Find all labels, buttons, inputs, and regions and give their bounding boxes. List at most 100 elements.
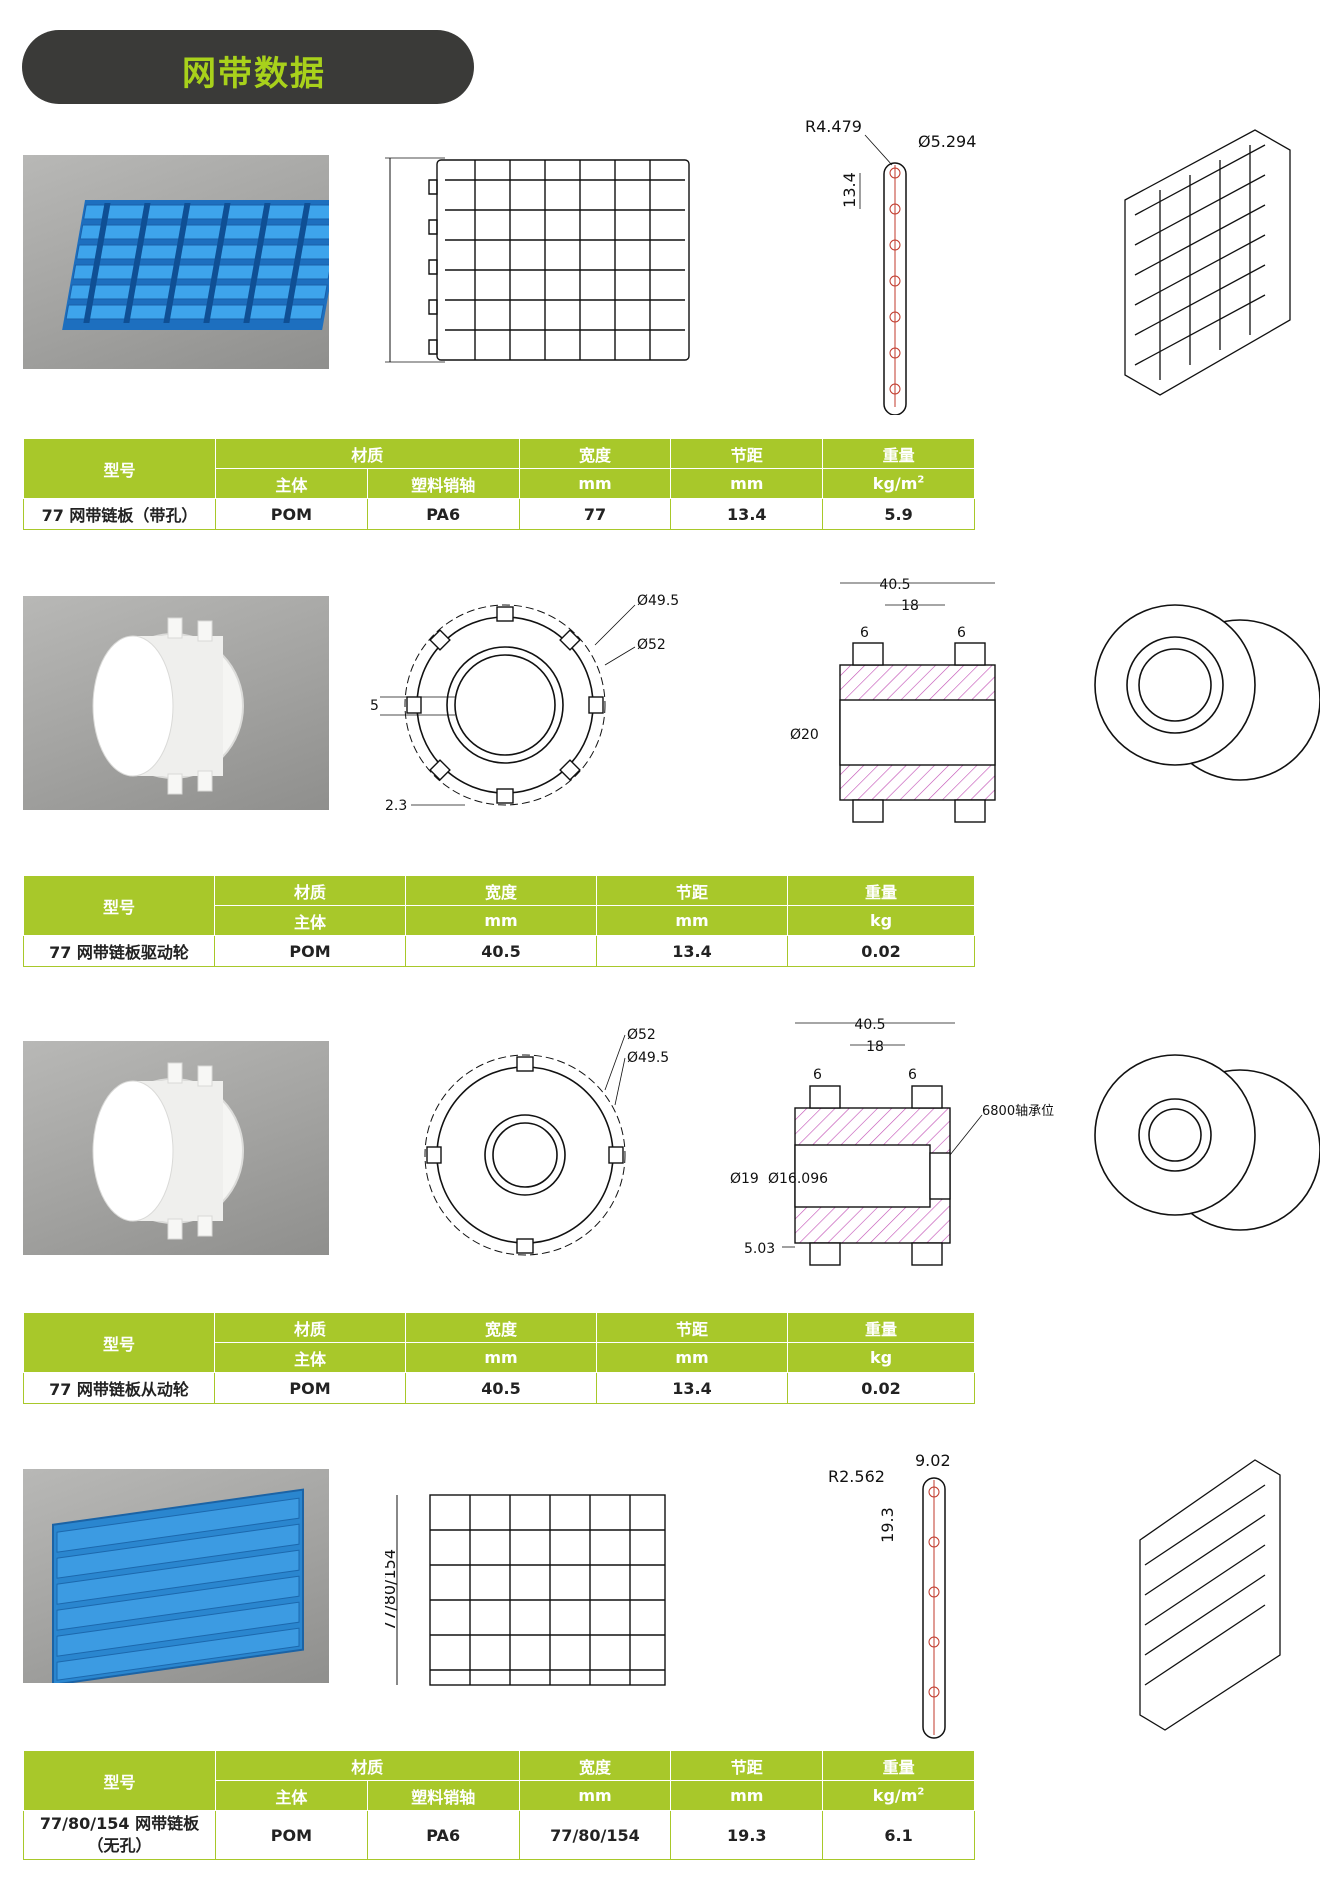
dim-mid: 18 (866, 1039, 884, 1055)
dim-bore1: Ø19 (730, 1171, 759, 1187)
dim-bore2: Ø16.096 (768, 1171, 828, 1187)
cell-weight: 5.9 (822, 498, 975, 530)
dim-b: 2.3 (385, 798, 407, 814)
col-material-header: 材质 (214, 1312, 406, 1343)
cell-main: POM (215, 1810, 368, 1860)
col-material-header: 材质 (214, 875, 406, 906)
flat-belt-front-view: 77/80/154 (385, 1490, 675, 1695)
cell-pitch: 19.3 (670, 1810, 824, 1860)
cell-width: 40.5 (405, 935, 597, 967)
idler-sprocket-section-view: 40.5 18 6 6 6800轴承位 Ø19 Ø16.096 5.03 (730, 1015, 1070, 1285)
col-main-header: 主体 (214, 905, 406, 936)
unit-pitch: mm (596, 905, 788, 936)
belt-front-view: 77 (385, 150, 705, 375)
spec-table-1: 型号 材质 宽度 节距 重量 主体 塑料销轴 mm mm kg/m2 77 网带… (23, 438, 975, 530)
cell-pitch: 13.4 (596, 1372, 788, 1404)
dim-diameter: 9.02 (915, 1451, 951, 1470)
cell-width: 77/80/154 (518, 1810, 672, 1860)
col-model-header: 型号 (23, 875, 215, 936)
dim-height: 77 (385, 250, 389, 270)
belt-iso-view (1105, 120, 1305, 410)
col-material-header: 材质 (215, 1750, 520, 1781)
dim-a: 5 (370, 698, 379, 714)
flat-belt-iso-view (1130, 1450, 1290, 1735)
dim-bore: Ø20 (790, 727, 819, 743)
blue-mesh-belt-photo (23, 155, 329, 369)
belt-side-view: R4.479 Ø5.294 13.4 (800, 115, 1000, 415)
col-pitch-header: 节距 (670, 438, 824, 469)
cell-pin: PA6 (366, 1810, 520, 1860)
page-title: 网带数据 (182, 54, 326, 94)
col-pin-header: 塑料销轴 (366, 1780, 520, 1811)
dim-radius: R2.562 (828, 1467, 885, 1486)
cell-pitch: 13.4 (670, 498, 824, 530)
dim-s2: 6 (957, 625, 966, 641)
cell-weight: 0.02 (787, 935, 975, 967)
dim-s1: 6 (813, 1067, 822, 1083)
dim-d2: Ø52 (637, 637, 666, 653)
dim-mid: 18 (901, 598, 919, 614)
idler-sprocket-iso-view (1090, 1035, 1320, 1255)
cell-model: 77 网带链板（带孔） (23, 498, 216, 530)
unit-width: mm (518, 1780, 672, 1811)
col-model-header: 型号 (23, 1312, 215, 1373)
col-model-header: 型号 (23, 1750, 216, 1811)
blue-flat-belt-photo (23, 1469, 329, 1683)
dim-off: 5.03 (744, 1241, 775, 1257)
dim-width: 40.5 (879, 577, 910, 593)
col-main-header: 主体 (215, 468, 368, 499)
unit-width: mm (518, 468, 672, 499)
cell-pin: PA6 (366, 498, 520, 530)
col-weight-header: 重量 (822, 1750, 975, 1781)
cell-model: 77 网带链板从动轮 (23, 1372, 215, 1404)
cell-main: POM (214, 1372, 406, 1404)
dim-s1: 6 (860, 625, 869, 641)
cell-main: POM (214, 935, 406, 967)
cell-weight: 0.02 (787, 1372, 975, 1404)
flat-belt-side-view: R2.562 9.02 19.3 (825, 1450, 975, 1740)
col-weight-header: 重量 (787, 1312, 975, 1343)
cell-weight: 6.1 (822, 1810, 975, 1860)
dim-s2: 6 (908, 1067, 917, 1083)
col-weight-header: 重量 (787, 875, 975, 906)
dim-d1: Ø49.5 (637, 593, 679, 609)
drive-sprocket-section-view: 40.5 18 6 6 Ø20 (785, 575, 1005, 835)
white-drive-sprocket-photo (23, 596, 329, 810)
dim-d2: Ø49.5 (627, 1050, 669, 1066)
cell-width: 77 (518, 498, 672, 530)
cell-main: POM (215, 498, 368, 530)
col-pitch-header: 节距 (596, 1312, 788, 1343)
dim-note: 6800轴承位 (982, 1104, 1054, 1119)
col-pitch-header: 节距 (596, 875, 788, 906)
unit-weight: kg (787, 1342, 975, 1373)
dim-pitch: 13.4 (840, 172, 859, 208)
spec-table-4: 型号 材质 宽度 节距 重量 主体 塑料销轴 mm mm kg/m2 77/80… (23, 1750, 975, 1860)
unit-pitch: mm (596, 1342, 788, 1373)
spec-table-3: 型号 材质 宽度 节距 重量 主体 mm mm kg 77 网带链板从动轮 PO… (23, 1312, 975, 1404)
dim-d1: Ø52 (627, 1027, 656, 1043)
col-pitch-header: 节距 (670, 1750, 824, 1781)
cell-pitch: 13.4 (596, 935, 788, 967)
drive-sprocket-iso-view (1090, 585, 1320, 805)
dim-diameter: Ø5.294 (918, 132, 976, 151)
col-width-header: 宽度 (518, 438, 672, 469)
col-width-header: 宽度 (405, 875, 597, 906)
unit-width: mm (405, 905, 597, 936)
cell-model: 77 网带链板驱动轮 (23, 935, 215, 967)
dim-radius: R4.479 (805, 117, 862, 136)
cell-model: 77/80/154 网带链板 （无孔） (23, 1810, 216, 1860)
unit-pitch: mm (670, 468, 824, 499)
dim-width: 40.5 (854, 1017, 885, 1033)
spec-table-2: 型号 材质 宽度 节距 重量 主体 mm mm kg 77 网带链板驱动轮 PO… (23, 875, 975, 967)
col-material-header: 材质 (215, 438, 520, 469)
section-header: 网带数据 (22, 30, 474, 104)
col-width-header: 宽度 (518, 1750, 672, 1781)
white-idler-sprocket-photo (23, 1041, 329, 1255)
col-width-header: 宽度 (405, 1312, 597, 1343)
idler-sprocket-front-view: Ø52 Ø49.5 (385, 1025, 705, 1270)
cell-width: 40.5 (405, 1372, 597, 1404)
dim-height: 77/80/154 (385, 1549, 399, 1631)
col-pin-header: 塑料销轴 (366, 468, 520, 499)
unit-weight: kg/m2 (822, 1780, 975, 1811)
unit-weight: kg/m2 (822, 468, 975, 499)
